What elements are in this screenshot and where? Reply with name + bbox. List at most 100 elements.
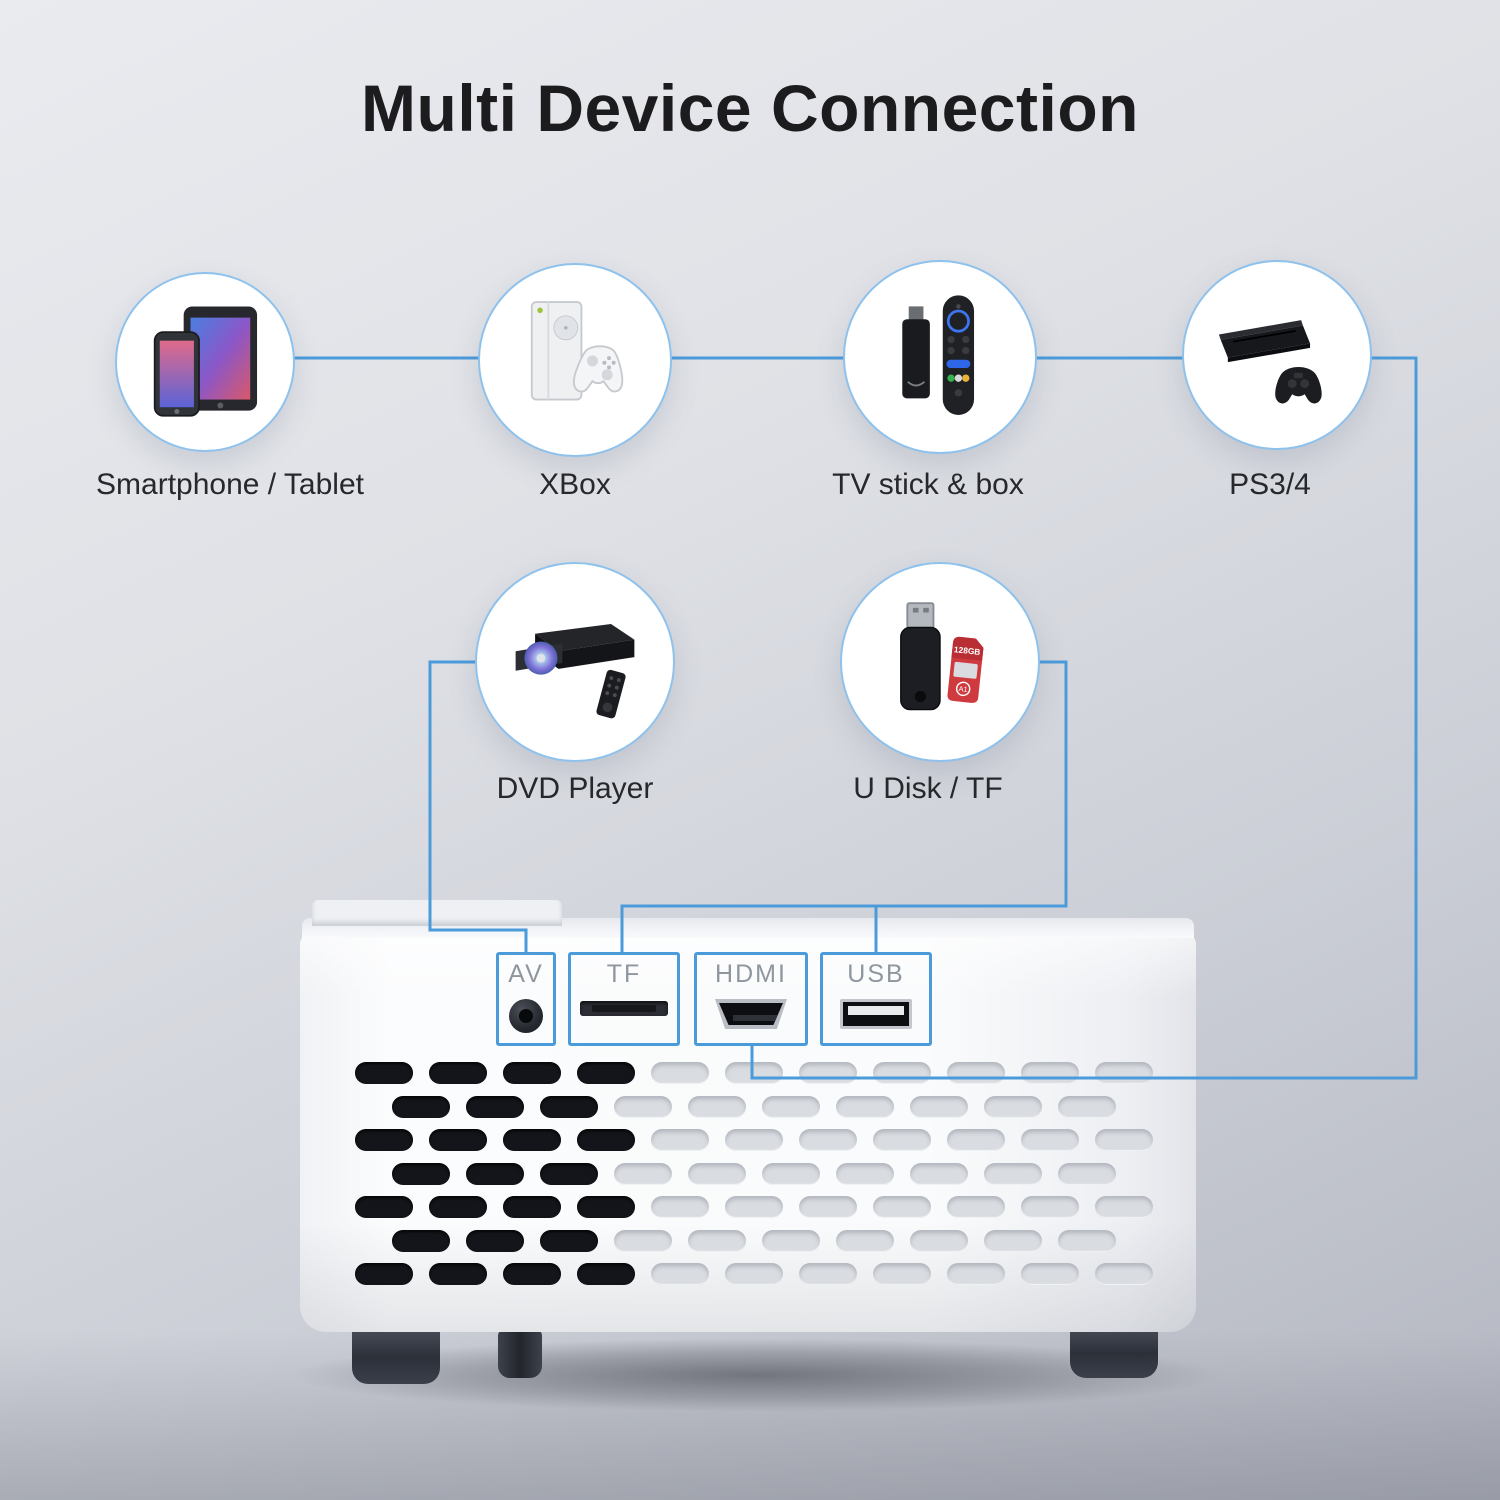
port-label-hdmi: HDMI: [715, 960, 787, 988]
vent-slot: [392, 1229, 450, 1252]
vent-slot: [1095, 1062, 1153, 1084]
vent-slot: [577, 1263, 635, 1285]
vent-slot: [355, 1263, 413, 1285]
port-label-usb: USB: [847, 960, 905, 988]
vent-slot: [984, 1162, 1042, 1185]
vent-slot: [947, 1196, 1005, 1218]
projector-foot-left: [352, 1326, 440, 1384]
vent-slot: [540, 1229, 598, 1252]
hdmi-port-opening: [719, 1003, 783, 1025]
vent-slot: [355, 1129, 413, 1151]
vent-slot: [503, 1129, 561, 1151]
playstation-icon: [1218, 320, 1322, 404]
vent-slot: [984, 1095, 1042, 1118]
device-circle-smartphone-tablet: [115, 272, 295, 452]
vent-slot: [688, 1229, 746, 1252]
port-label-tf: TF: [606, 960, 642, 988]
vent-slot: [725, 1196, 783, 1218]
vent-slot: [651, 1196, 709, 1218]
device-label-xbox: XBox: [539, 468, 611, 501]
vent-slot: [355, 1062, 413, 1084]
vent-slot: [540, 1095, 598, 1118]
vent-slot: [799, 1129, 857, 1151]
vent-slot: [725, 1129, 783, 1151]
vent-slot: [836, 1095, 894, 1118]
vent-slot: [614, 1095, 672, 1118]
vent-slot: [873, 1129, 931, 1151]
usb-port-tongue: [848, 1006, 904, 1015]
device-circle-usb-drive: 128GB A1: [840, 562, 1040, 762]
vent-slot: [429, 1263, 487, 1285]
tf-card-edge: [592, 1005, 656, 1012]
port-box-tf: TF: [568, 952, 680, 1046]
device-circle-tv-stick: [843, 260, 1037, 454]
port-box-hdmi: HDMI: [694, 952, 808, 1046]
usb-port: [840, 999, 912, 1029]
vent-slot: [688, 1162, 746, 1185]
vent-slot: [392, 1095, 450, 1118]
av-jack-hole: [519, 1009, 533, 1023]
vent-slot: [725, 1062, 783, 1084]
device-label-playstation: PS3/4: [1229, 468, 1311, 501]
tf-card-slot: [580, 1001, 668, 1016]
vent-slot: [577, 1196, 635, 1218]
device-label-usb-drive: U Disk / TF: [853, 772, 1003, 805]
vent-slot: [1021, 1196, 1079, 1218]
vent-slot: [799, 1263, 857, 1285]
vent-slot: [1095, 1263, 1153, 1285]
vent-slot: [1058, 1095, 1116, 1118]
device-circle-dvd-player: [475, 562, 675, 762]
vent-slot: [503, 1263, 561, 1285]
vent-slot: [1021, 1129, 1079, 1151]
vent-slot: [466, 1162, 524, 1185]
sd-rating-text: A1: [958, 684, 968, 694]
vent-slot: [466, 1229, 524, 1252]
vent-slot: [836, 1162, 894, 1185]
port-box-usb: USB: [820, 952, 932, 1046]
vent-slot: [614, 1162, 672, 1185]
vent-slot: [873, 1196, 931, 1218]
vent-slot: [947, 1129, 1005, 1151]
vent-slot: [836, 1229, 894, 1252]
vent-slot: [1058, 1162, 1116, 1185]
vent-slot: [1021, 1062, 1079, 1084]
vent-slot: [1095, 1196, 1153, 1218]
smartphone-tablet-icon: [153, 306, 258, 417]
usb-drive-sd-card-icon: 128GB A1: [900, 602, 984, 711]
vent-slot: [799, 1196, 857, 1218]
vent-slot: [762, 1229, 820, 1252]
vent-slot: [577, 1129, 635, 1151]
hdmi-port: [715, 999, 787, 1029]
port-box-av: AV: [496, 952, 556, 1046]
vent-slot: [762, 1162, 820, 1185]
vent-slot: [614, 1229, 672, 1252]
device-label-tv-stick: TV stick & box: [832, 468, 1024, 501]
page-title: Multi Device Connection: [361, 71, 1139, 145]
vent-slot: [651, 1129, 709, 1151]
vent-slot: [355, 1196, 413, 1218]
vent-slot: [392, 1162, 450, 1185]
vent-slot: [503, 1062, 561, 1084]
vent-slot: [466, 1095, 524, 1118]
vent-slot: [429, 1196, 487, 1218]
xbox-icon: [530, 301, 624, 401]
vent-slot: [429, 1129, 487, 1151]
projector-shadow: [285, 1338, 1225, 1412]
vent-slot: [873, 1062, 931, 1084]
vent-slot: [429, 1062, 487, 1084]
vent-slot: [762, 1095, 820, 1118]
vent-slot: [1058, 1229, 1116, 1252]
vent-slot: [725, 1263, 783, 1285]
vent-slot: [984, 1229, 1042, 1252]
floor-shading: [0, 1330, 1500, 1500]
vent-slot: [947, 1062, 1005, 1084]
port-label-av: AV: [508, 960, 544, 988]
device-circle-xbox: [478, 263, 672, 457]
vent-slot: [651, 1263, 709, 1285]
vent-slot: [577, 1062, 635, 1084]
vent-slot: [873, 1263, 931, 1285]
device-label-dvd-player: DVD Player: [496, 772, 654, 805]
vent-slot: [910, 1162, 968, 1185]
